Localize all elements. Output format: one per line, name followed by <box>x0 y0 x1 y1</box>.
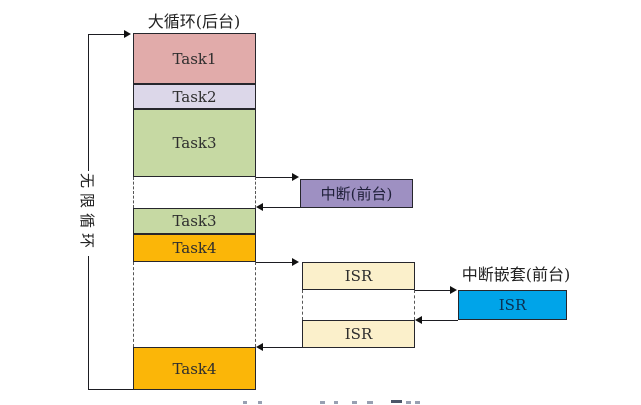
loop-line-vertical-bottom <box>88 256 89 389</box>
task2-label: Task2 <box>172 87 217 106</box>
loop-line-vertical-top <box>88 34 89 171</box>
caption-fragment <box>415 401 420 404</box>
arrowhead-to-interrupt-icon <box>292 173 299 181</box>
caption-fragment <box>334 401 338 404</box>
loop-line-top <box>88 34 126 35</box>
infinite-loop-label: 无限循环 <box>78 172 96 253</box>
arrow-interrupt-return <box>263 207 300 208</box>
caption-fragment <box>320 401 325 404</box>
task4-repeat-label: Task4 <box>172 359 217 378</box>
task4-box: Task4 <box>133 234 256 262</box>
column-gap-interrupt <box>133 177 256 208</box>
nested-interrupt-title: 中断嵌套(前台) <box>461 265 571 284</box>
arrowhead-isr-return-icon <box>256 343 263 351</box>
task4-repeat-box: Task4 <box>133 347 256 390</box>
isr-box-1: ISR <box>302 262 415 290</box>
nested-isr-box: ISR <box>458 290 567 320</box>
isr-gap <box>302 290 415 320</box>
task2-box: Task2 <box>133 84 256 109</box>
loop-line-bottom <box>88 389 133 390</box>
arrowhead-interrupt-return-icon <box>256 203 263 211</box>
arrow-isr-return <box>263 347 302 348</box>
task3-repeat-label: Task3 <box>172 212 217 230</box>
task3-repeat-box: Task3 <box>133 208 256 234</box>
arrow-nested-return <box>422 320 458 321</box>
column-gap-isr <box>133 262 256 347</box>
loop-arrowhead-icon <box>124 30 131 38</box>
nested-isr-label: ISR <box>498 296 527 314</box>
arrow-isr-to-nested <box>415 290 450 291</box>
arrow-task4-to-isr <box>256 262 292 263</box>
caption-fragment <box>243 401 247 404</box>
isr1-label: ISR <box>344 267 373 285</box>
caption-fragment <box>352 401 357 404</box>
interrupt-box: 中断(前台) <box>300 179 413 208</box>
isr-box-2: ISR <box>302 320 415 348</box>
arrowhead-nested-return-icon <box>415 316 422 324</box>
arrowhead-to-nested-icon <box>450 286 457 294</box>
arrow-task3-to-interrupt <box>256 177 293 178</box>
task4-label: Task4 <box>172 239 217 257</box>
task1-label: Task1 <box>172 49 217 68</box>
task3-box: Task3 <box>133 109 256 177</box>
isr2-label: ISR <box>344 325 373 343</box>
task3-label: Task3 <box>172 134 217 152</box>
caption-fragment <box>367 401 373 404</box>
task1-box: Task1 <box>133 33 256 84</box>
caption-fragment <box>258 401 262 404</box>
interrupt-label: 中断(前台) <box>320 185 393 203</box>
background-loop-title: 大循环(后台) <box>147 12 241 31</box>
caption-fragment <box>406 401 411 404</box>
arrowhead-to-isr-icon <box>292 258 299 266</box>
caption-fragment <box>391 400 402 403</box>
